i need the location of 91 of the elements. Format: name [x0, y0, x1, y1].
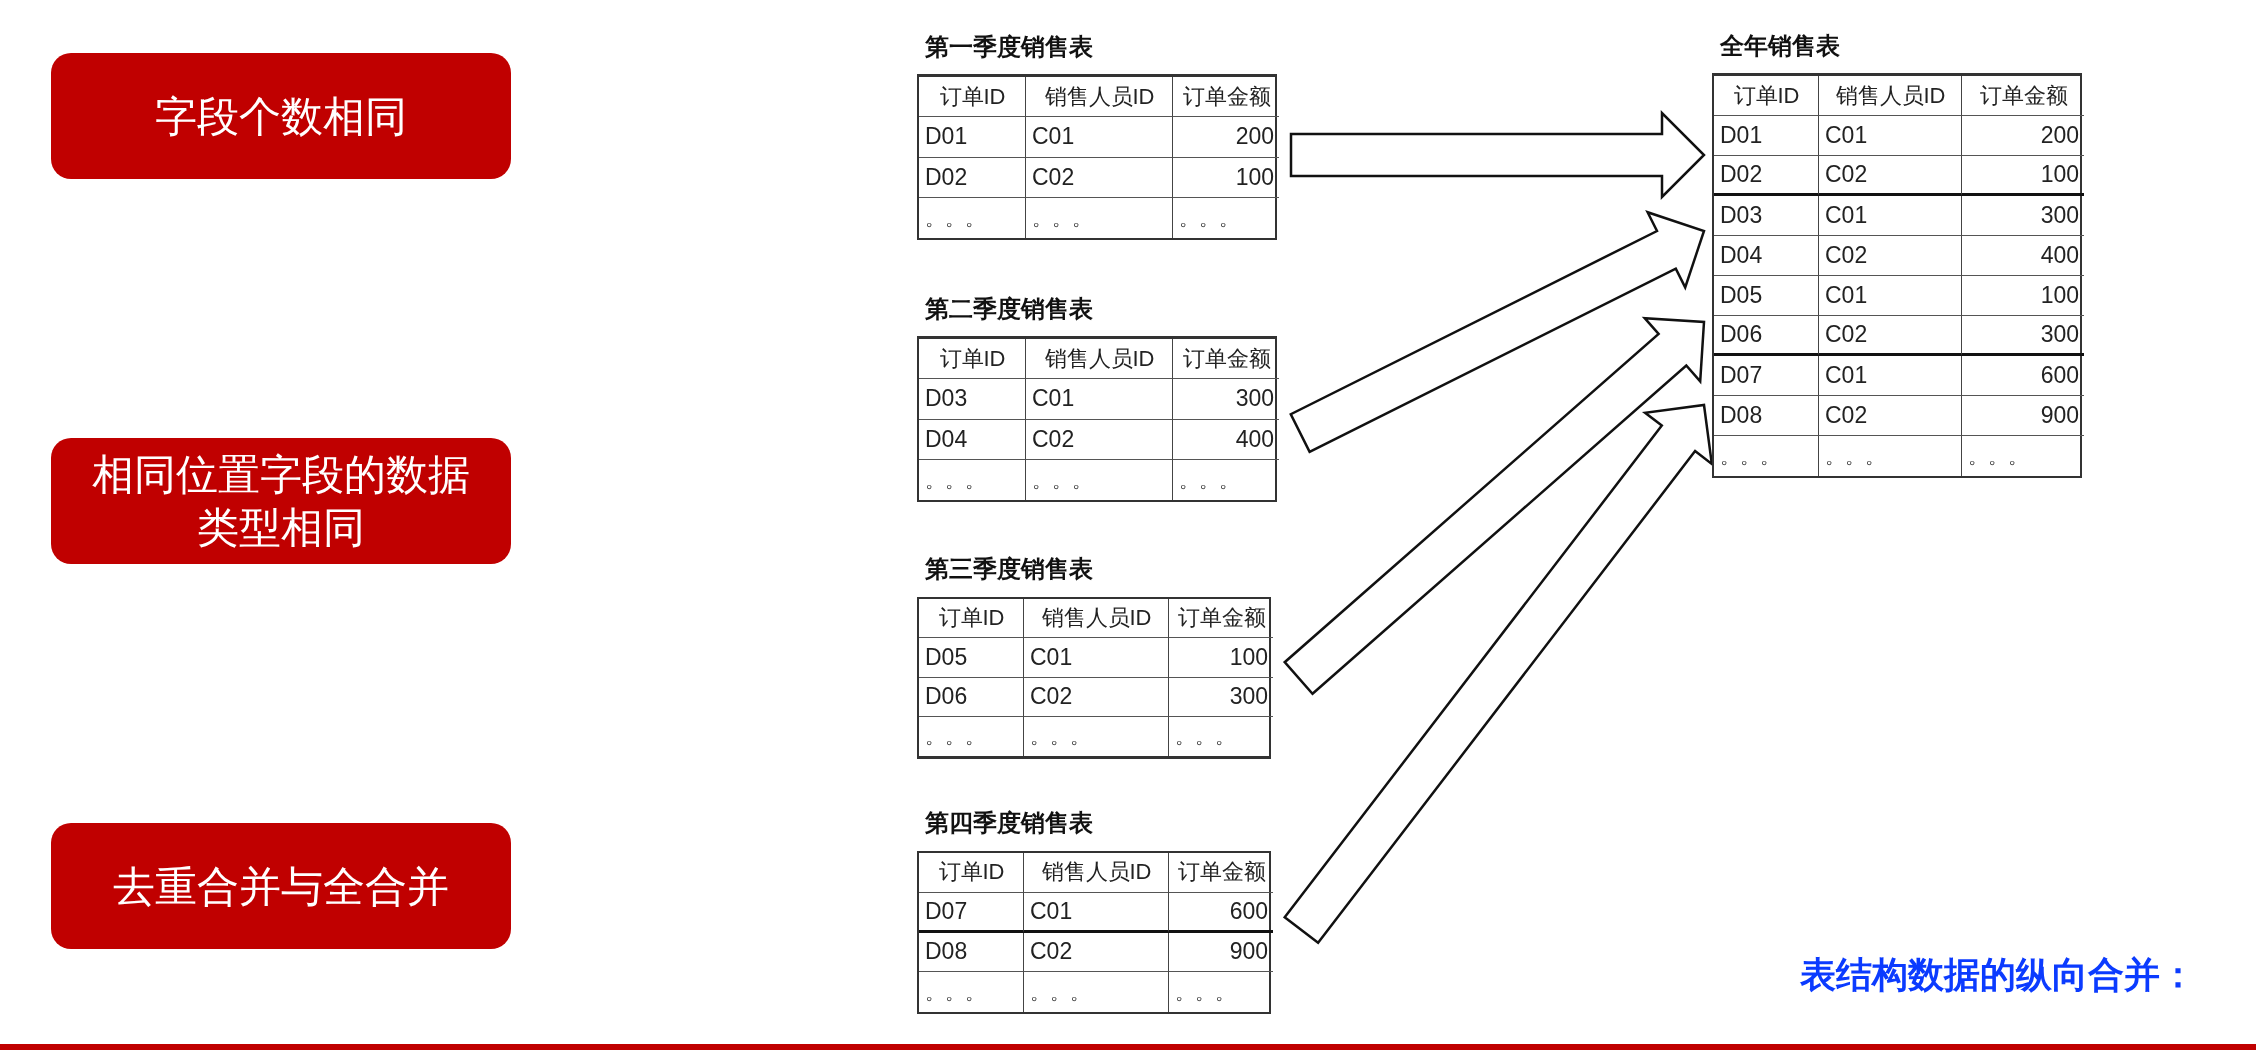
table-cell: C01 — [1026, 117, 1173, 158]
table-cell: D08 — [919, 932, 1024, 973]
table-cell: 。。。 — [919, 716, 1024, 756]
table-cell: D04 — [919, 419, 1026, 460]
table-cell: C01 — [1026, 379, 1173, 420]
table-cell-text: 。。。 — [1967, 444, 2029, 469]
table-cell: C02 — [1819, 396, 1962, 436]
table-cell: C01 — [1024, 638, 1169, 678]
table-cell: C02 — [1026, 157, 1173, 198]
table-title: 全年销售表 — [1720, 32, 1840, 60]
table-cell: 100 — [1962, 276, 2084, 316]
table-cell: 100 — [1962, 156, 2084, 196]
table-cell: 。。。 — [1026, 197, 1173, 238]
column-header: 销售人员ID — [1024, 599, 1169, 639]
column-header: 订单金额 — [1962, 76, 2084, 116]
table-cell: C01 — [1819, 276, 1962, 316]
table-cell: D06 — [919, 677, 1024, 717]
column-header: 订单金额 — [1169, 599, 1273, 639]
table-cell: 100 — [1169, 638, 1273, 678]
table-cell: C01 — [1819, 196, 1962, 236]
block-arrow — [1282, 403, 1714, 945]
table-cell-text: 。。。 — [1178, 206, 1240, 231]
table-cell-text: 。。。 — [1178, 468, 1240, 493]
table-cell: C02 — [1819, 236, 1962, 276]
table-cell: C01 — [1024, 892, 1169, 933]
table-title: 第三季度销售表 — [925, 555, 1093, 583]
table-cell: D06 — [1714, 316, 1819, 356]
table-cell: D01 — [1714, 116, 1819, 156]
table-cell: 。。。 — [919, 197, 1026, 238]
table-cell: D03 — [1714, 196, 1819, 236]
column-header: 订单金额 — [1169, 853, 1273, 893]
table-cell: 300 — [1173, 379, 1279, 420]
table-cell: 900 — [1169, 932, 1273, 973]
table-cell: 900 — [1962, 396, 2084, 436]
column-header: 订单ID — [919, 339, 1026, 380]
table-cell: 300 — [1962, 316, 2084, 356]
block-arrow — [1289, 210, 1706, 454]
table-cell: D05 — [919, 638, 1024, 678]
table-cell: C02 — [1819, 156, 1962, 196]
column-header: 订单ID — [1714, 76, 1819, 116]
table-cell: C02 — [1024, 677, 1169, 717]
table-cell: C02 — [1026, 419, 1173, 460]
table-cell: 600 — [1962, 356, 2084, 396]
table-cell: 300 — [1169, 677, 1273, 717]
table-cell: D03 — [919, 379, 1026, 420]
requirement-box: 去重合并与全合并 — [51, 823, 511, 949]
table-cell: 。。。 — [1024, 716, 1169, 756]
column-header: 销售人员ID — [1819, 76, 1962, 116]
table-cell: C01 — [1819, 356, 1962, 396]
table-cell: 。。。 — [1024, 972, 1169, 1012]
table-cell: D04 — [1714, 236, 1819, 276]
table-cell-text: 。。。 — [1174, 724, 1236, 749]
table-cell: D01 — [919, 117, 1026, 158]
requirement-box: 相同位置字段的数据类型相同 — [51, 438, 511, 564]
block-arrow — [1282, 316, 1706, 696]
table-cell: C02 — [1819, 316, 1962, 356]
table-cell: 200 — [1962, 116, 2084, 156]
table-cell: D05 — [1714, 276, 1819, 316]
block-arrow — [1289, 110, 1706, 200]
table-cell: C01 — [1819, 116, 1962, 156]
table-cell: D07 — [1714, 356, 1819, 396]
table-cell: 400 — [1962, 236, 2084, 276]
table-cell: 。。。 — [1714, 436, 1819, 476]
column-header: 订单金额 — [1173, 77, 1279, 118]
table-cell: 。。。 — [919, 459, 1026, 500]
table-cell: 200 — [1173, 117, 1279, 158]
table-cell-text: 。。。 — [1174, 980, 1236, 1005]
table-cell: D07 — [919, 892, 1024, 933]
table-cell: 。。。 — [919, 972, 1024, 1012]
table-title: 第一季度销售表 — [925, 33, 1093, 61]
column-header: 销售人员ID — [1026, 77, 1173, 118]
table-cell: D02 — [1714, 156, 1819, 196]
column-header: 订单金额 — [1173, 339, 1279, 380]
table-cell: 600 — [1169, 892, 1273, 933]
table-title: 第二季度销售表 — [925, 295, 1093, 323]
column-header: 销售人员ID — [1024, 853, 1169, 893]
table-cell: D02 — [919, 157, 1026, 198]
column-header: 订单ID — [919, 77, 1026, 118]
column-header: 订单ID — [919, 599, 1024, 639]
table-title: 第四季度销售表 — [925, 809, 1093, 837]
table-cell: 。。。 — [1819, 436, 1962, 476]
table-cell: 400 — [1173, 419, 1279, 460]
table-cell: 100 — [1173, 157, 1279, 198]
column-header: 销售人员ID — [1026, 339, 1173, 380]
table-cell: 300 — [1962, 196, 2084, 236]
requirement-box: 字段个数相同 — [51, 53, 511, 179]
table-cell: C02 — [1024, 932, 1169, 973]
table-cell: D08 — [1714, 396, 1819, 436]
diagram-title: 表结构数据的纵向合并： — [1800, 953, 2196, 997]
table-cell: 。。。 — [1026, 459, 1173, 500]
column-header: 订单ID — [919, 853, 1024, 893]
